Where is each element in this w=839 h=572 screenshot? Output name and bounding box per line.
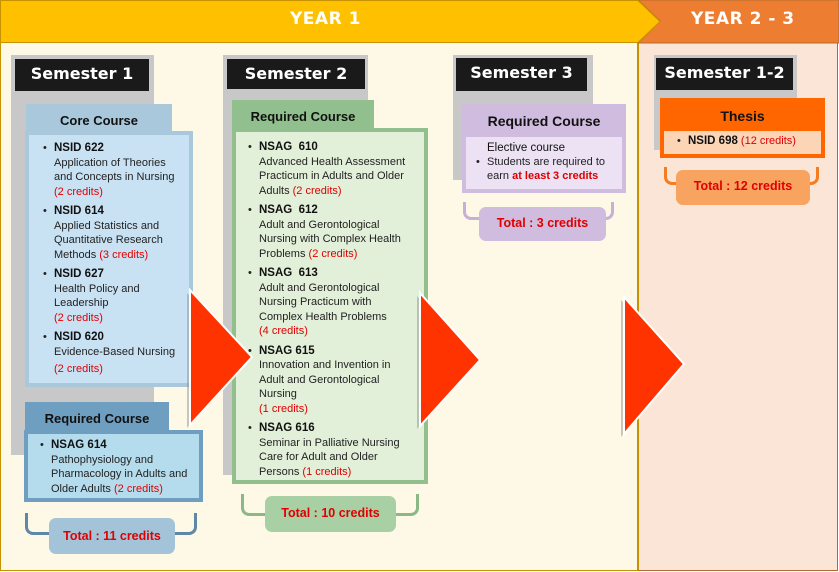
arrow-right-icon [419, 290, 482, 429]
semester-3-course-card: Required Course Elective course •Student… [462, 104, 626, 193]
thesis-heading: Thesis [720, 108, 765, 124]
semester-1-title: Semester 1 [15, 59, 149, 91]
semester-3-total: Total : 3 credits [479, 207, 606, 241]
required-course-tab: Required Course [232, 100, 374, 130]
arrow-year1-to-year2 [621, 294, 686, 437]
semester-3-title: Semester 3 [456, 58, 587, 91]
required-course-heading: Required Course [250, 109, 356, 124]
required-course-heading: Required Course [487, 113, 601, 129]
semester-1-2-title: Semester 1-2 [656, 58, 793, 90]
required-course-tab: Required Course [25, 402, 169, 432]
year-1-band [0, 0, 661, 43]
arrow-sem1-to-sem2 [187, 287, 254, 428]
year-2-3-label: YEAR 2 - 3 [691, 9, 795, 29]
year-banner [0, 0, 839, 44]
required-course-heading: Required Course [44, 411, 150, 426]
core-course-tab: Core Course [26, 104, 172, 132]
arrow-sem2-to-sem3 [417, 290, 482, 429]
semester-2-title: Semester 2 [227, 59, 365, 89]
semester-1-2-total: Total : 12 credits [676, 170, 810, 205]
elective-note: •Students are required to earn at least … [476, 156, 606, 182]
core-course-heading: Core Course [59, 113, 139, 128]
arrow-right-icon [189, 287, 254, 428]
thesis-card: Thesis NSID 698 (12 credits) [660, 98, 825, 158]
year-1-label: YEAR 1 [290, 9, 361, 29]
semester-1-total: Total : 11 credits [49, 518, 175, 554]
semester-2-total: Total : 10 credits [265, 496, 396, 532]
arrow-right-icon [623, 294, 686, 437]
course-item: NSID 698 (12 credits) [674, 134, 821, 149]
elective-course-label: Elective course [487, 142, 565, 154]
thesis-course-list: NSID 698 (12 credits) [674, 134, 821, 149]
